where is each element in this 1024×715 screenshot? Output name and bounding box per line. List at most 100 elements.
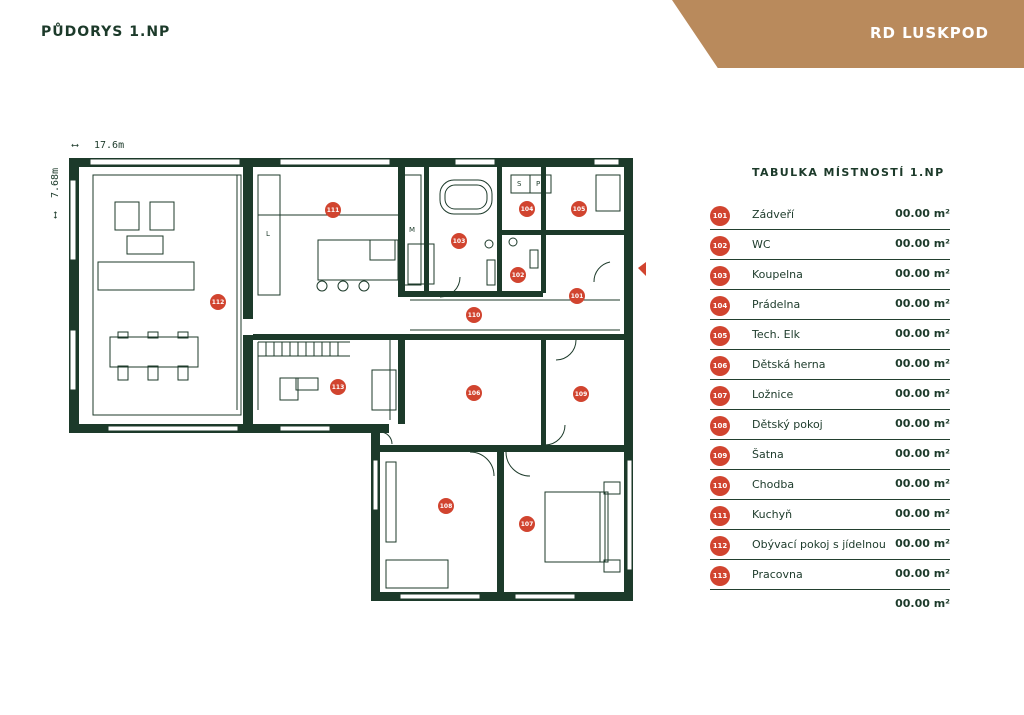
room-area: 00.00 m² (895, 357, 950, 370)
marker-105: 105 (571, 201, 587, 217)
marker-109: 109 (573, 386, 589, 402)
room-number-badge: 113 (710, 566, 730, 586)
svg-text:107: 107 (521, 521, 534, 528)
svg-text:106: 106 (468, 390, 481, 397)
room-number-badge: 105 (710, 326, 730, 346)
room-name: Dětský pokoj (752, 418, 823, 431)
marker-112: 112 (210, 294, 226, 310)
svg-text:7.68m: 7.68m (50, 168, 61, 198)
room-number-badge: 107 (710, 386, 730, 406)
table-row: 109 Šatna 00.00 m² (710, 441, 950, 470)
table-row: 107 Ložnice 00.00 m² (710, 381, 950, 410)
marker-111: 111 (325, 202, 341, 218)
total-row: 00.00 m² (710, 591, 950, 619)
marker-110: 110 (466, 307, 482, 323)
wall-wc-top (502, 230, 624, 235)
room-table: 101 Zádveří 00.00 m² 102 WC 00.00 m² 103… (710, 201, 950, 620)
svg-text:113: 113 (332, 384, 345, 391)
room-name: Obývací pokoj s jídelnou (752, 538, 886, 551)
room-name: Tech. Elk (752, 328, 801, 341)
svg-text:111: 111 (327, 207, 340, 214)
wall-living-study (243, 335, 253, 424)
room-number-badge: 103 (710, 266, 730, 286)
room-markers: 101 102 103 104 105 106 107 108 109 110 … (210, 201, 589, 532)
room-area: 00.00 m² (895, 327, 950, 340)
room-number-badge: 108 (710, 416, 730, 436)
room-name: Zádveří (752, 208, 795, 221)
table-row: 104 Prádelna 00.00 m² (710, 291, 950, 320)
wall-west-lower (371, 424, 380, 601)
table-row: 103 Koupelna 00.00 m² (710, 261, 950, 290)
marker-113: 113 (330, 379, 346, 395)
marker-102: 102 (510, 267, 526, 283)
svg-text:104: 104 (521, 206, 534, 213)
marker-107: 107 (519, 516, 535, 532)
fixture-label-l: L (266, 230, 270, 238)
marker-103: 103 (451, 233, 467, 249)
marker-104: 104 (519, 201, 535, 217)
room-area: 00.00 m² (895, 507, 950, 520)
wall-room106-109 (541, 340, 546, 445)
room-name: Ložnice (752, 388, 794, 401)
svg-text:17.6m: 17.6m (94, 140, 124, 151)
wall-kitchen-bath (398, 167, 405, 297)
wall-corridor-south (403, 334, 633, 340)
table-row: 112 Obývací pokoj s jídelnou 00.00 m² (710, 531, 950, 560)
room-area: 00.00 m² (895, 537, 950, 550)
wall-stair-top (253, 334, 403, 340)
wall-east (624, 158, 633, 601)
wall-bedrooms-top (380, 445, 633, 452)
room-area: 00.00 m² (895, 387, 950, 400)
room-number-badge: 110 (710, 476, 730, 496)
room-name: Dětská herna (752, 358, 826, 371)
room-name: Šatna (752, 448, 784, 461)
fixture-label-s: S (517, 180, 522, 188)
header-banner: RD LUSKPOD (672, 0, 1024, 68)
wall-bath-west (424, 167, 429, 291)
room-area: 00.00 m² (895, 207, 950, 220)
room-area: 00.00 m² (895, 267, 950, 280)
entrance-arrow-icon (638, 262, 646, 276)
project-title: RD LUSKPOD (869, 24, 989, 42)
total-area: 00.00 m² (895, 597, 950, 610)
svg-text:110: 110 (468, 312, 481, 319)
table-row: 113 Pracovna 00.00 m² (710, 561, 950, 590)
svg-text:109: 109 (575, 391, 588, 398)
room-number-badge: 109 (710, 446, 730, 466)
svg-text:112: 112 (212, 299, 225, 306)
page-title: PŮDORYS 1.NP (41, 24, 171, 40)
svg-text:103: 103 (453, 238, 466, 245)
room-name: Chodba (752, 478, 795, 491)
fixture-label-p: P (536, 180, 540, 188)
table-row: 111 Kuchyň 00.00 m² (710, 501, 950, 530)
room-area: 00.00 m² (895, 237, 950, 250)
room-name: WC (752, 238, 771, 251)
marker-101: 101 (569, 288, 585, 304)
fixture-label-m: M (409, 226, 415, 234)
room-number-badge: 112 (710, 536, 730, 556)
table-row: 108 Dětský pokoj 00.00 m² (710, 411, 950, 440)
marker-106: 106 (466, 385, 482, 401)
room-number-badge: 101 (710, 206, 730, 226)
room-area: 00.00 m² (895, 297, 950, 310)
table-row: 110 Chodba 00.00 m² (710, 471, 950, 500)
room-number-badge: 111 (710, 506, 730, 526)
svg-text:⟷: ⟷ (50, 211, 61, 219)
room-number-badge: 106 (710, 356, 730, 376)
wall-bedrooms-mid (497, 452, 504, 601)
table-row: 102 WC 00.00 m² (710, 231, 950, 260)
wall-bath-south (403, 291, 543, 297)
room-name: Pracovna (752, 568, 803, 581)
room-number-badge: 102 (710, 236, 730, 256)
room-name: Kuchyň (752, 508, 793, 521)
room-name: Koupelna (752, 268, 803, 281)
room-area: 00.00 m² (895, 417, 950, 430)
room-name: Prádelna (752, 298, 801, 311)
table-row: 101 Zádveří 00.00 m² (710, 201, 950, 230)
svg-text:108: 108 (440, 503, 453, 510)
width-dimension: ⟷ 17.6m (71, 140, 124, 151)
svg-text:105: 105 (573, 206, 586, 213)
room-area: 00.00 m² (895, 567, 950, 580)
svg-text:⟷: ⟷ (71, 140, 79, 151)
